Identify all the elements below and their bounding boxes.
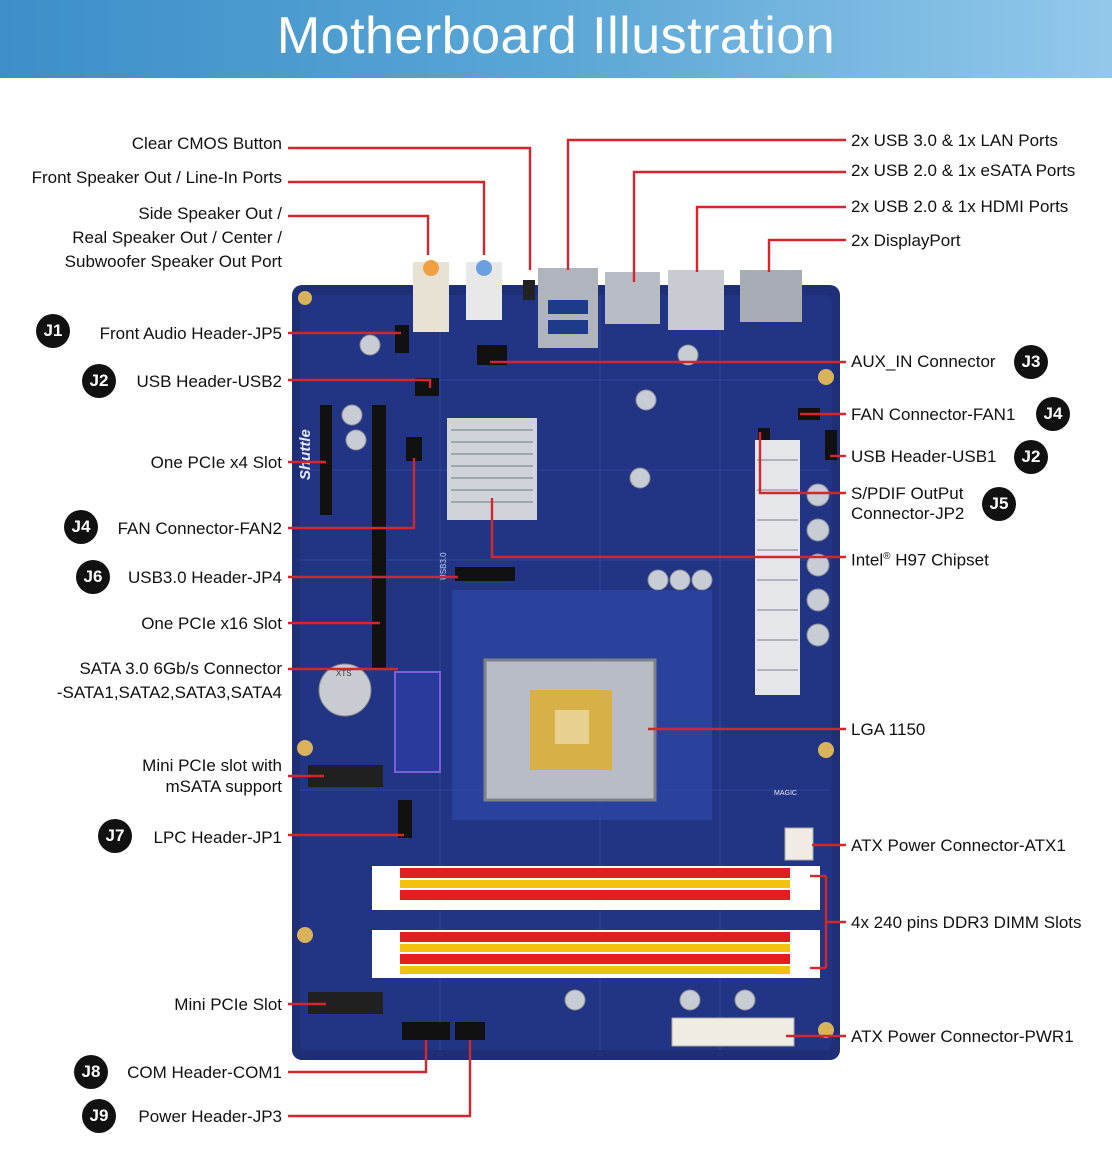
label-sata-2: -SATA1,SATA2,SATA3,SATA4 [56,683,282,702]
badge-j6: J6 [76,560,110,594]
label-usb3-header: USB3.0 Header-JP4 [127,568,282,587]
sata-connectors [394,671,441,773]
label-side-speaker-2: Real Speaker Out / Center / [72,228,282,247]
label-clear-cmos: Clear CMOS Button [131,134,282,153]
label-dimm: 4x 240 pins DDR3 DIMM Slots [851,913,1082,932]
xts-marking: XTS [336,669,352,678]
cmos-button [523,280,535,300]
vrm-heatsink [755,440,800,695]
label-displayport: 2x DisplayPort [851,231,961,250]
pcie-x4-slot [320,405,332,515]
lga-1150-socket [483,658,657,802]
label-aux-in: AUX_IN Connector [851,352,996,371]
label-pcie-x4: One PCIe x4 Slot [150,453,282,472]
label-side-speaker-1: Side Speaker Out / [138,204,282,223]
atx1-connector [784,827,814,861]
usb1-header [825,430,837,460]
label-lga: LGA 1150 [851,720,926,739]
page-title: Motherboard Illustration [276,7,836,65]
header-banner: Motherboard Illustration [0,0,1112,78]
magic-marking: MAGIC [774,790,797,797]
label-com-header: COM Header-COM1 [127,1063,282,1082]
pcie-x16-slot [372,405,386,670]
brand-marking: Shuttle [297,429,314,480]
pwr1-connector [671,1017,795,1047]
jp3-header [455,1022,485,1040]
badge-j8: J8 [74,1055,108,1089]
label-usb-header-usb2: USB Header-USB2 [136,372,282,391]
com1-header [402,1022,450,1040]
label-usb30-lan: 2x USB 3.0 & 1x LAN Ports [851,131,1058,150]
label-mini-pcie: Mini PCIe Slot [174,995,282,1014]
jp5-header [395,325,409,353]
badge-j5: J5 [982,487,1016,521]
label-fan1: FAN Connector-FAN1 [851,405,1016,424]
badge-j7: J7 [98,819,132,853]
badge-j1: J1 [36,314,70,348]
cmos-battery [318,663,372,717]
mini-pcie-msata-slot [308,765,383,787]
badge-j3: J3 [1014,345,1048,379]
usb2-esata-port [605,272,660,324]
badge-j4-right: J4 [1036,397,1070,431]
usb3-marking: USB3.0 [439,552,448,580]
badge-j9: J9 [82,1099,116,1133]
label-atx1: ATX Power Connector-ATX1 [851,836,1066,855]
label-fan2: FAN Connector-FAN2 [117,519,282,538]
usb2-header [415,378,439,396]
label-pcie-x16: One PCIe x16 Slot [141,614,282,633]
label-front-speaker: Front Speaker Out / Line-In Ports [31,168,282,187]
label-power-header: Power Header-JP3 [138,1107,282,1126]
usb3-header-jp4 [455,567,515,581]
label-usb20-esata: 2x USB 2.0 & 1x eSATA Ports [851,161,1076,180]
label-mini-pcie-msata-1: Mini PCIe slot with [142,756,282,775]
label-usb20-hdmi: 2x USB 2.0 & 1x HDMI Ports [851,197,1069,216]
label-usb-header-usb1: USB Header-USB1 [851,447,997,466]
label-sata-1: SATA 3.0 6Gb/s Connector [79,659,282,678]
aux-in-header [477,345,507,365]
badge-j2-left: J2 [82,364,116,398]
label-spdif-2: Connector-JP2 [851,504,965,523]
lpc-header-jp1 [398,800,412,838]
badge-j4-left: J4 [64,510,98,544]
label-side-speaker-3: Subwoofer Speaker Out Port [64,252,282,271]
label-pwr1: ATX Power Connector-PWR1 [851,1027,1074,1046]
label-spdif-1: S/PDIF OutPut [851,484,964,503]
usb2-hdmi-port [668,270,724,330]
mini-pcie-slot [308,992,383,1014]
fan2-header [406,437,422,461]
badge-j2-right: J2 [1014,440,1048,474]
label-mini-pcie-msata-2: mSATA support [165,777,282,796]
label-chipset: Intel® H97 Chipset [851,550,989,570]
label-lpc-header: LPC Header-JP1 [153,828,282,847]
displayport-port [740,270,802,322]
label-front-audio: Front Audio Header-JP5 [99,324,282,343]
